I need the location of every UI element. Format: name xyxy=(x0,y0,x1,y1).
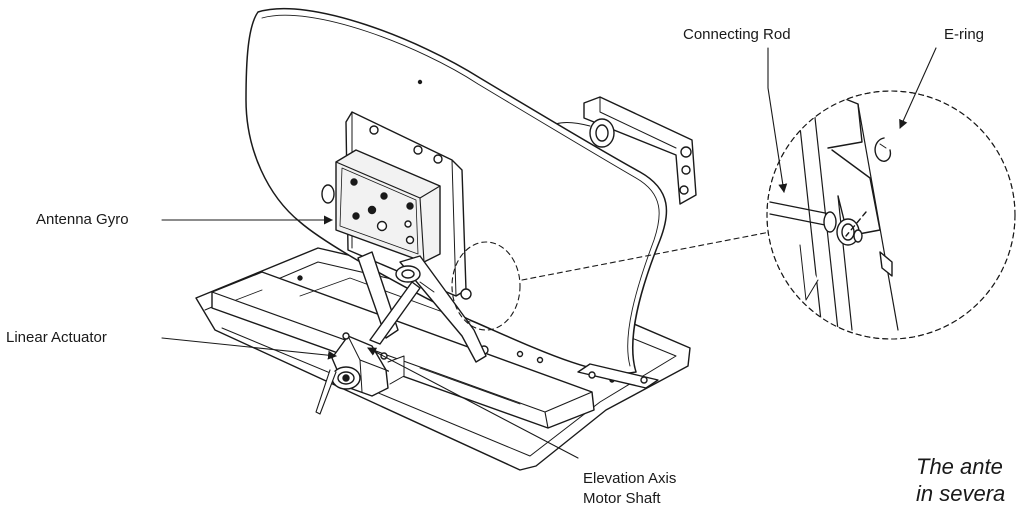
leader-e-ring xyxy=(899,47,937,129)
label-elevation-axis: Elevation Axis xyxy=(583,470,677,487)
detail-magnified xyxy=(769,91,899,331)
detail-circle-outline xyxy=(766,90,1016,340)
leader-connecting-rod xyxy=(767,47,788,193)
leader-elevation-axis xyxy=(367,347,579,459)
label-connecting-rod: Connecting Rod xyxy=(683,26,791,43)
leader-linear-actuator xyxy=(161,337,337,360)
caption-line-2: in severa xyxy=(916,481,1006,506)
mounting-bracket xyxy=(547,96,697,205)
base-housing xyxy=(211,271,595,429)
caption-line-1: The ante xyxy=(916,454,1003,479)
plate-parts xyxy=(516,350,659,389)
gyro-box xyxy=(321,149,441,263)
label-motor-shaft: Motor Shaft xyxy=(583,490,661,507)
leader-lines xyxy=(161,47,937,459)
elevation-linkage xyxy=(357,251,487,363)
label-antenna-gyro: Antenna Gyro xyxy=(36,211,129,228)
label-e-ring: E-ring xyxy=(944,26,985,43)
label-linear-actuator: Linear Actuator xyxy=(6,329,107,346)
